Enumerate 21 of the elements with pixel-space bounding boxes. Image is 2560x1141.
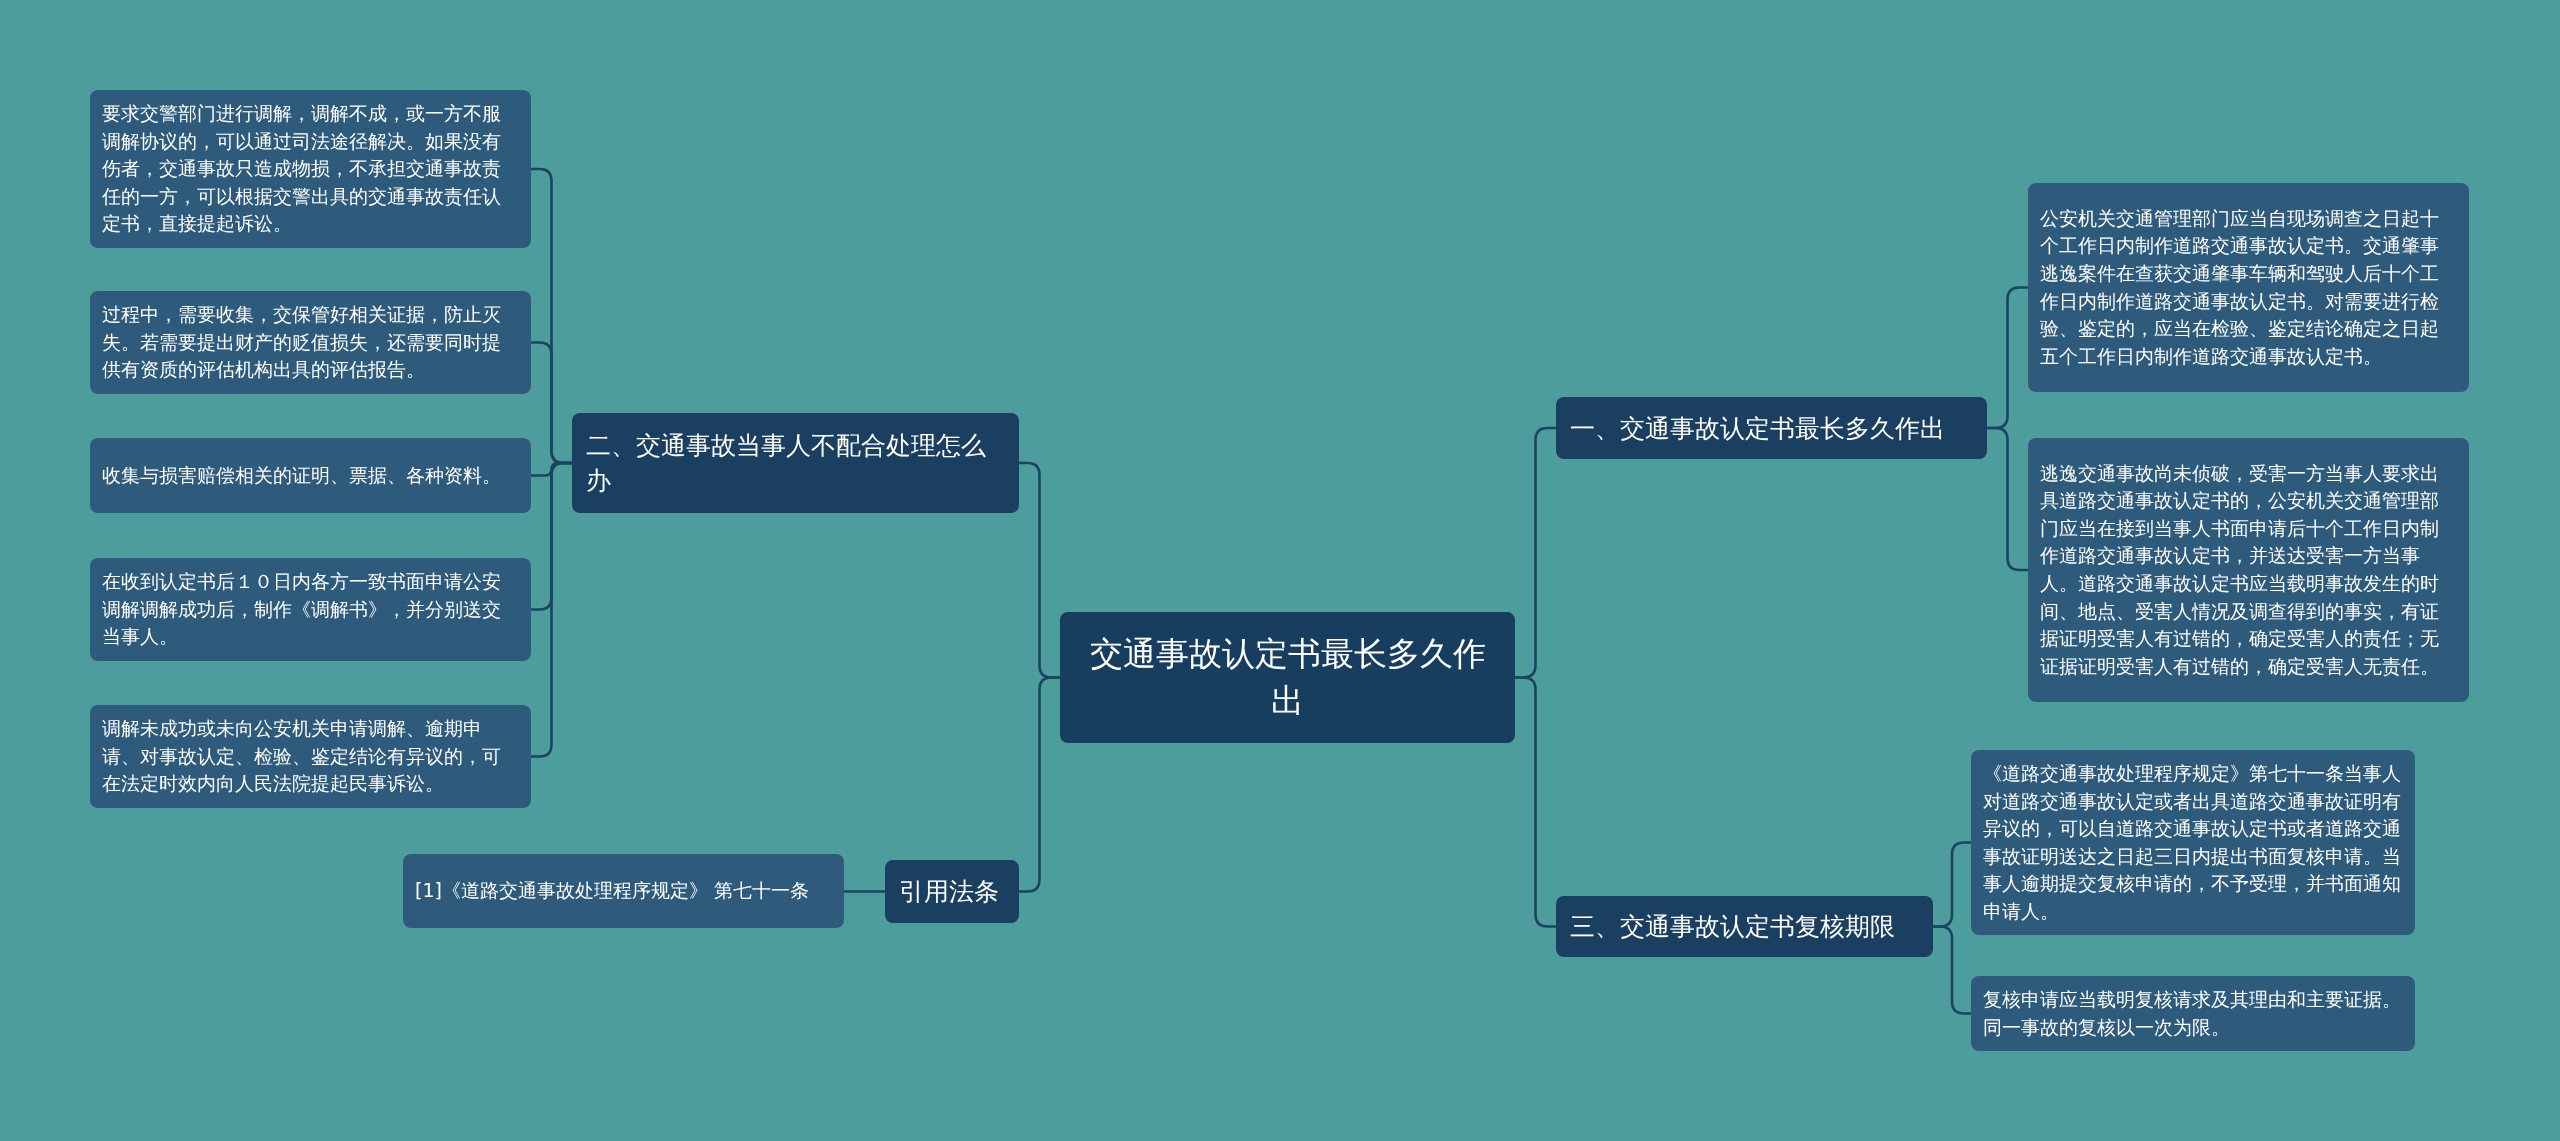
note-box: 要求交警部门进行调解，调解不成，或一方不服调解协议的，可以通过司法途径解决。如果没有伤者，交通事故只造成物损，不承担交通事故责任的一方，可以根据交警出具的交通事故责任认定书，直接提起诉讼。 [90,90,531,248]
note-box: 在收到认定书后１０日内各方一致书面申请公安调解调解成功后，制作《调解书》，并分别送交当事人。 [90,558,531,661]
connector-line [531,461,572,758]
central-topic-box: 交通事故认定书最长多久作出 [1060,612,1515,743]
connector-line [844,890,885,893]
topic-box: 引用法条 [885,860,1019,923]
note-box: 逃逸交通事故尚未侦破，受害一方当事人要求出具道路交通事故认定书的，公安机关交通管理部门应当在接到当事人书面申请后十个工作日内制作道路交通事故认定书，并送达受害一方当事人。道路交通事故认定书应当载明事故发生的时间、地点、受害人情况及调查得到的事实，有证据证明受害人有过错的，确定受害人的责任；无证据证明受害人有过错的，确定受害人无责任。 [2028,438,2469,702]
note-box: 公安机关交通管理部门应当自现场调查之日起十个工作日内制作道路交通事故认定书。交通肇事逃逸案件在查获交通肇事车辆和驾驶人后十个工作日内制作道路交通事故认定书。对需要进行检验、鉴定的，应当在检验、鉴定结论确定之日起五个工作日内制作道路交通事故认定书。 [2028,183,2469,392]
note-box: 调解未成功或未向公安机关申请调解、逾期申请、对事故认定、检验、鉴定结论有异议的，可在法定时效内向人民法院提起民事诉讼。 [90,705,531,808]
note-box: 过程中，需要收集，交保管好相关证据，防止灭失。若需要提出财产的贬值损失，还需要同时提供有资质的评估机构出具的评估报告。 [90,291,531,394]
note-box: 收集与损害赔偿相关的证明、票据、各种资料。 [90,438,531,513]
connector-line [1019,676,1060,893]
connector-line [1515,676,1556,928]
topic-box: 一、交通事故认定书最长多久作出 [1556,397,1987,459]
connector-line [1933,925,1971,1015]
topic-box: 二、交通事故当事人不配合处理怎么办 [572,413,1019,513]
connector-line [1987,426,2028,572]
note-box: 《道路交通事故处理程序规定》第七十一条当事人对道路交通事故认定或者出具道路交通事故证明有异议的，可以自道路交通事故认定书或者道路交通事故证明送达之日起三日内提出书面复核申请。当事人逾期提交复核申请的，不予受理，并书面通知申请人。 [1971,750,2415,936]
topic-box: 三、交通事故认定书复核期限 [1556,896,1933,957]
note-box: 复核申请应当载明复核请求及其理由和主要证据。同一事故的复核以一次为限。 [1971,976,2415,1052]
note-box: [1]《道路交通事故处理程序规定》 第七十一条 [403,854,844,928]
